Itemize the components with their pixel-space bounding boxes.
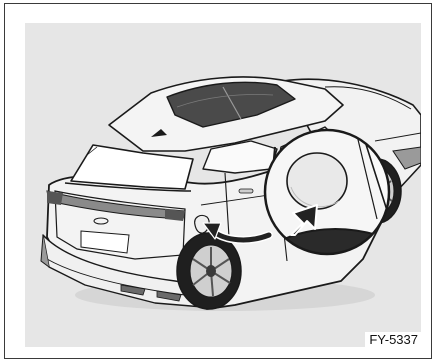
rear-wheel [177, 233, 241, 309]
figure-id-label: FY-5337 [365, 332, 421, 347]
illustration-panel: FY-5337 [25, 23, 421, 347]
car-fuel-door-illustration [25, 23, 421, 347]
figure-frame: FY-5337 [4, 3, 432, 359]
